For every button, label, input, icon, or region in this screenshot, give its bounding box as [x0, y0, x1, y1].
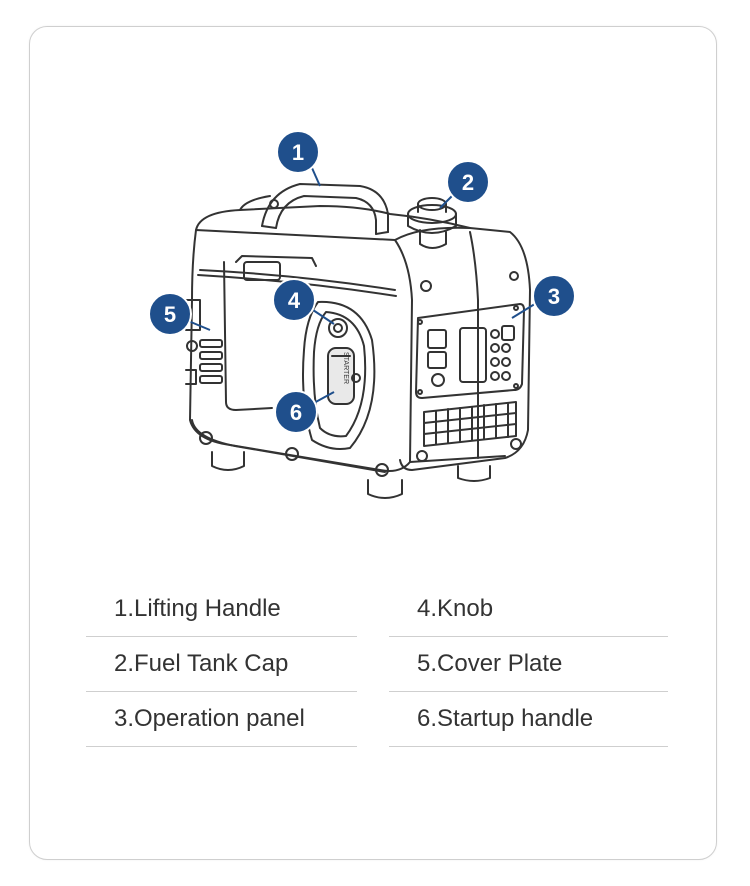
callout-4: 4 [272, 278, 316, 322]
callout-3: 3 [532, 274, 576, 318]
callout-6: 6 [274, 390, 318, 434]
leader-line-6 [311, 391, 335, 405]
leader-line-1 [311, 167, 321, 187]
svg-text:1: 1 [292, 140, 304, 165]
legend-row: 3.Operation panel 6.Startup handle [86, 692, 668, 747]
callout-1: 1 [276, 130, 320, 174]
content-card [29, 26, 717, 860]
svg-text:4: 4 [288, 288, 301, 313]
legend-item-startup-handle: 6.Startup handle [389, 692, 668, 747]
legend-row: 2.Fuel Tank Cap 5.Cover Plate [86, 637, 668, 692]
generator-diagram: STARTER 1 2 3 4 5 6 [148, 130, 576, 499]
legend-item-cover-plate: 5.Cover Plate [389, 637, 668, 692]
svg-text:2: 2 [462, 170, 474, 195]
starter-label: STARTER [342, 352, 349, 384]
front-vent-grille [423, 401, 517, 447]
generator-body-top [195, 205, 471, 231]
leader-line-4 [309, 307, 335, 325]
legend-item-lifting-handle: 1.Lifting Handle [86, 582, 357, 637]
svg-text:6: 6 [290, 400, 302, 425]
legend-item-knob: 4.Knob [389, 582, 668, 637]
legend-item-operation-panel: 3.Operation panel [86, 692, 357, 747]
generator-feet [211, 451, 491, 499]
cover-plate [185, 255, 317, 411]
lifting-handle [261, 183, 389, 235]
svg-text:5: 5 [164, 302, 176, 327]
legend-item-fuel-tank-cap: 2.Fuel Tank Cap [86, 637, 357, 692]
svg-text:3: 3 [548, 284, 560, 309]
operation-panel [415, 303, 525, 399]
generator-body-front [394, 226, 531, 471]
legend-row: 1.Lifting Handle 4.Knob [86, 582, 668, 637]
leader-line-3 [511, 301, 539, 319]
recoil-starter [302, 300, 376, 450]
knob [328, 318, 348, 338]
parts-legend: 1.Lifting Handle 4.Knob 2.Fuel Tank Cap … [86, 582, 668, 747]
callout-5: 5 [148, 292, 192, 336]
fuel-tank-cap [407, 197, 457, 249]
callout-2: 2 [446, 160, 490, 204]
leader-line-2 [439, 195, 453, 209]
startup-handle [327, 347, 361, 405]
